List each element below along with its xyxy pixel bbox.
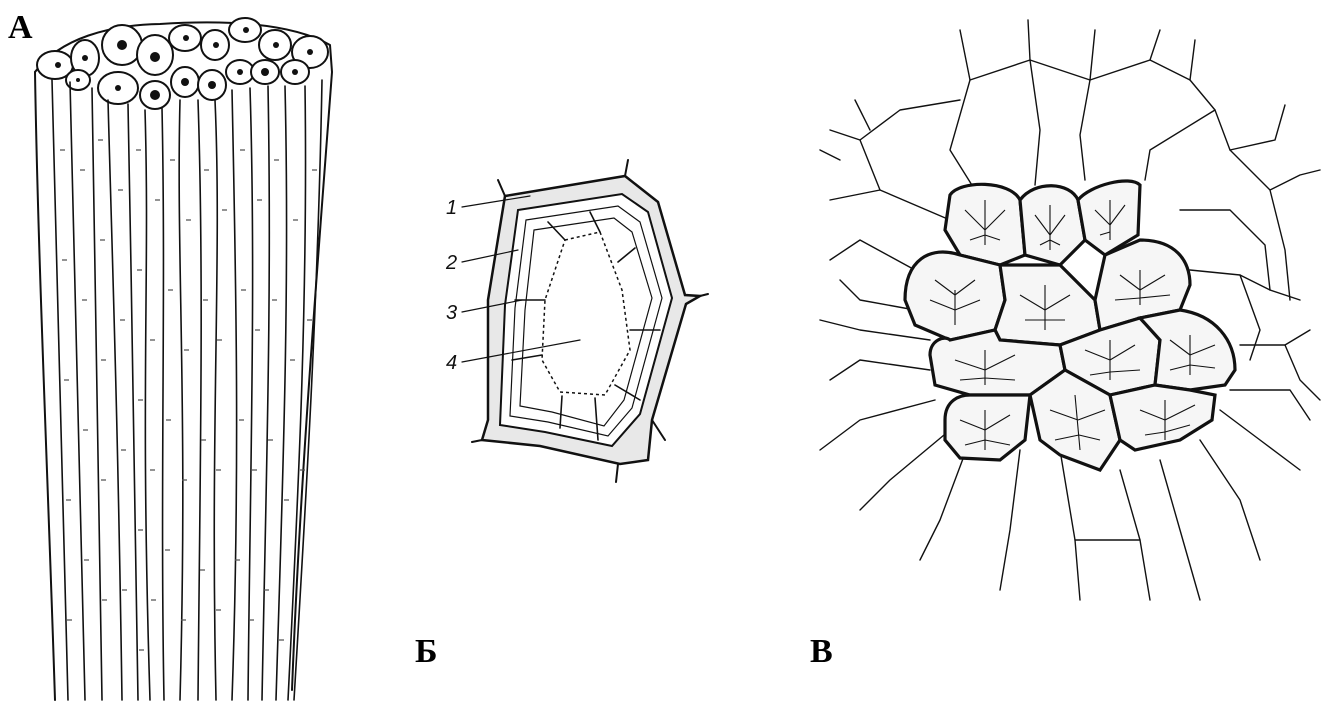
panel-a: А xyxy=(8,9,332,700)
cell-cross-section-illustration: 1 2 3 4 xyxy=(445,160,708,482)
callout-1: 1 xyxy=(446,197,457,219)
panel-c-label: В xyxy=(810,633,833,670)
longitudinal-fibers xyxy=(52,80,322,700)
panel-a-label: А xyxy=(8,9,33,46)
stone-cell-cluster-illustration xyxy=(820,20,1320,600)
callout-4: 4 xyxy=(446,352,457,374)
panel-c: В xyxy=(810,20,1320,670)
callout-2: 2 xyxy=(445,252,457,274)
fiber-cross-section-top xyxy=(37,18,328,109)
panel-b: Б xyxy=(415,160,708,670)
fiber-pit-marks xyxy=(60,140,317,650)
fiber-bundle-illustration xyxy=(35,18,332,700)
panel-b-label: Б xyxy=(415,633,437,670)
callout-3: 3 xyxy=(446,302,457,324)
